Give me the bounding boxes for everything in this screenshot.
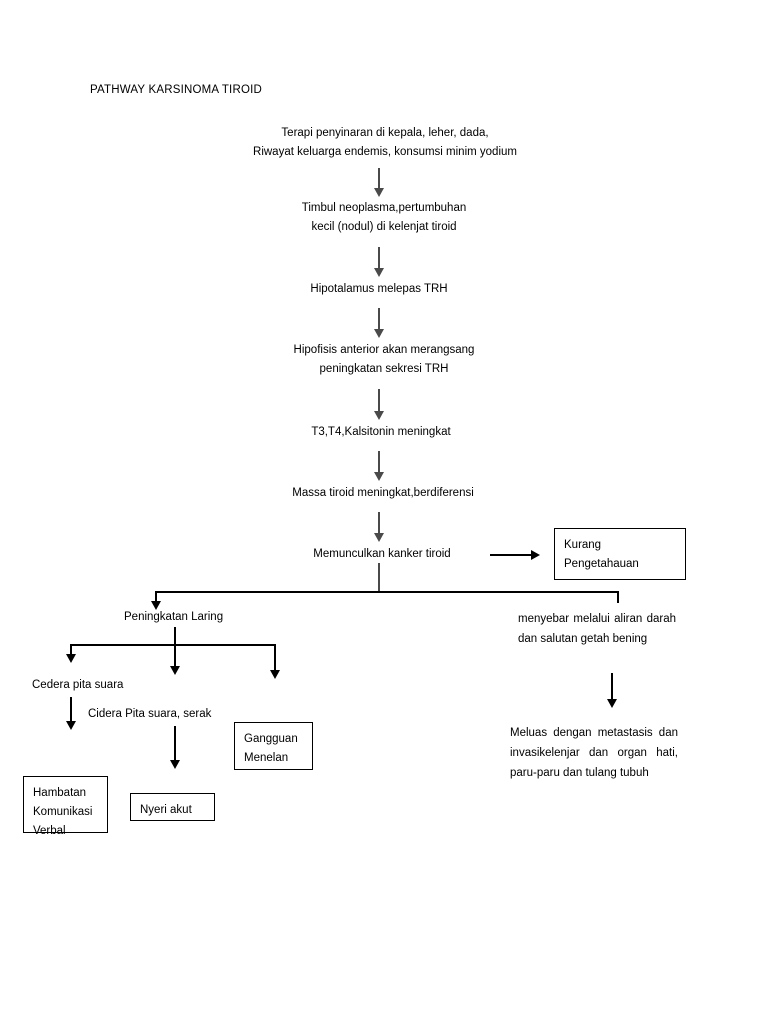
node-memunculkan-kanker-tiroid: Memunculkan kanker tiroid: [313, 548, 451, 560]
connector-4: [378, 389, 380, 417]
box-hambatan-komunikasi-verbal: Hambatan Komunikasi Verbal: [23, 776, 108, 837]
arrow-3-icon: [374, 329, 384, 338]
connector-branch-b-2: [174, 726, 176, 766]
node-hipotalamus: Hipotalamus melepas TRH: [310, 283, 448, 295]
connector-branch-a-2: [70, 697, 72, 727]
node-hipofisis-anterior: Hipofisis anterior akan merangsang penin…: [293, 344, 475, 375]
arrow-2-icon: [374, 268, 384, 277]
arrow-left-branch-icon: [151, 601, 161, 610]
connector-7-down: [378, 563, 380, 592]
connector-split-bar: [155, 591, 618, 593]
connector-right-branch: [617, 591, 619, 603]
arrow-branch-c-icon: [270, 670, 280, 679]
page-title: PATHWAY KARSINOMA TIROID: [90, 84, 262, 96]
connector-2: [378, 247, 380, 274]
node-timbul-neoplasma: Timbul neoplasma,pertumbuhan kecil (nodu…: [301, 202, 467, 233]
arrow-right-2-icon: [607, 699, 617, 708]
arrow-nyeri-icon: [170, 760, 180, 769]
arrow-branch-a-icon: [66, 654, 76, 663]
connector-7-right: [490, 554, 534, 556]
arrow-hambatan-icon: [66, 721, 76, 730]
node-peningkatan-laring: Peningkatan Laring: [124, 611, 224, 623]
connector-5: [378, 451, 380, 478]
arrow-5-icon: [374, 472, 384, 481]
connector-branch-c: [274, 644, 276, 676]
arrow-4-icon: [374, 411, 384, 420]
node-t3-t4-kalsitonin: T3,T4,Kalsitonin meningkat: [311, 426, 451, 438]
node-cedera-pita-suara: Cedera pita suara: [32, 679, 124, 691]
arrow-branch-b-icon: [170, 666, 180, 675]
connector-right-2: [611, 673, 613, 705]
connector-6: [378, 512, 380, 539]
node-terapi-penyinaran: Terapi penyinaran di kepala, leher, dada…: [253, 127, 517, 158]
node-menyebar-melalui-aliran: menyebar melalui aliran darah dan saluta…: [518, 613, 676, 645]
node-cidera-pita-suara-serak: Cidera Pita suara, serak: [88, 708, 212, 720]
connector-left-branch: [155, 591, 157, 607]
box-gangguan-menelan: Gangguan Menelan: [234, 722, 313, 770]
box-nyeri-akut: Nyeri akut: [130, 793, 215, 821]
box-kurang-pengetahauan: Kurang Pengetahauan: [554, 528, 686, 580]
connector-1: [378, 168, 380, 194]
arrow-7-right-icon: [531, 550, 540, 560]
node-massa-tiroid: Massa tiroid meningkat,berdiferensi: [292, 487, 474, 499]
connector-branch-a: [70, 644, 72, 660]
node-meluas-metastasis: Meluas dengan metastasis dan invasikelen…: [510, 727, 678, 779]
arrow-1-icon: [374, 188, 384, 197]
connector-branch-b: [174, 644, 176, 672]
connector-laring-split-bar: [70, 644, 275, 646]
arrow-6-icon: [374, 533, 384, 542]
connector-laring-down: [174, 627, 176, 645]
connector-3: [378, 308, 380, 335]
